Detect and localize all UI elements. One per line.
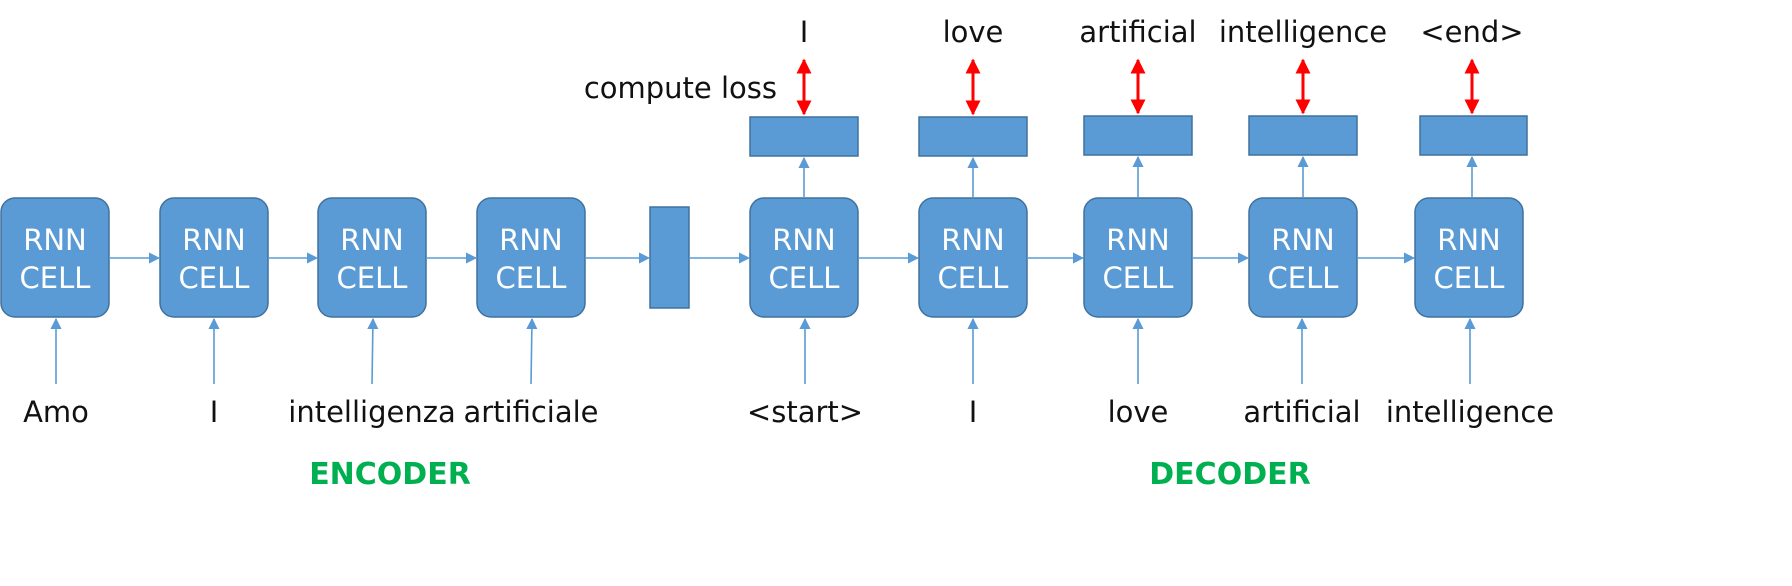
- cell-label-rnn: RNN: [1106, 223, 1170, 257]
- loss-arrows: [796, 58, 1480, 116]
- context-vector: [649, 206, 690, 309]
- decoder-output-3: artificial: [1079, 15, 1196, 49]
- decoder-input-3: love: [1108, 395, 1169, 429]
- encoder-cell-1: RNN CELL: [0, 197, 110, 318]
- cell-label-cell: CELL: [179, 261, 250, 295]
- decoder-input-1: <start>: [747, 395, 863, 429]
- encoder-input-3: intelligenza: [288, 395, 455, 429]
- output-layer-5: [1419, 115, 1528, 156]
- cell-label-rnn: RNN: [1271, 223, 1335, 257]
- output-layer-1: [749, 116, 859, 157]
- cell-label-rnn: RNN: [499, 223, 563, 257]
- cell-label-rnn: RNN: [772, 223, 836, 257]
- projection-arrows: [798, 155, 1478, 198]
- encoder-cell-2: RNN CELL: [159, 197, 269, 318]
- decoder-output-4: intelligence: [1219, 15, 1387, 49]
- encoder-cell-3: RNN CELL: [317, 197, 427, 318]
- cell-label-rnn: RNN: [941, 223, 1005, 257]
- cell-label-cell: CELL: [1434, 261, 1505, 295]
- decoder-output-1: I: [800, 15, 809, 49]
- encoder-cell-4: RNN CELL: [476, 197, 586, 318]
- decoder-cell-5: RNN CELL: [1414, 197, 1524, 318]
- compute-loss-label: compute loss: [584, 71, 777, 105]
- decoder-cell-4: RNN CELL: [1248, 197, 1358, 318]
- cell-label-cell: CELL: [1103, 261, 1174, 295]
- cell-label-cell: CELL: [20, 261, 91, 295]
- cell-label-cell: CELL: [496, 261, 567, 295]
- output-layer-3: [1083, 115, 1193, 156]
- cell-label-cell: CELL: [938, 261, 1009, 295]
- encoder-input-1: Amo: [23, 395, 89, 429]
- input-arrows: [50, 317, 1476, 385]
- decoder-title: DECODER: [1149, 457, 1310, 492]
- encoder-input-2: I: [210, 395, 219, 429]
- encoder-title: ENCODER: [309, 457, 471, 492]
- cell-label-rnn: RNN: [340, 223, 404, 257]
- decoder-cell-1: RNN CELL: [749, 197, 859, 318]
- decoder-input-4: artificial: [1243, 395, 1360, 429]
- cell-label-rnn: RNN: [1437, 223, 1501, 257]
- decoder-cell-3: RNN CELL: [1083, 197, 1193, 318]
- cell-label-cell: CELL: [769, 261, 840, 295]
- cell-label-cell: CELL: [1268, 261, 1339, 295]
- cell-label-rnn: RNN: [182, 223, 246, 257]
- cell-label-rnn: RNN: [23, 223, 87, 257]
- decoder-cell-2: RNN CELL: [918, 197, 1028, 318]
- decoder-input-5: intelligence: [1386, 395, 1554, 429]
- output-layer-2: [918, 116, 1028, 157]
- cell-label-cell: CELL: [337, 261, 408, 295]
- encoder-input-4: artificiale: [463, 395, 598, 429]
- decoder-output-2: love: [943, 15, 1004, 49]
- decoder-output-5: <end>: [1420, 15, 1523, 49]
- decoder-input-2: I: [969, 395, 978, 429]
- output-layer-4: [1248, 115, 1358, 156]
